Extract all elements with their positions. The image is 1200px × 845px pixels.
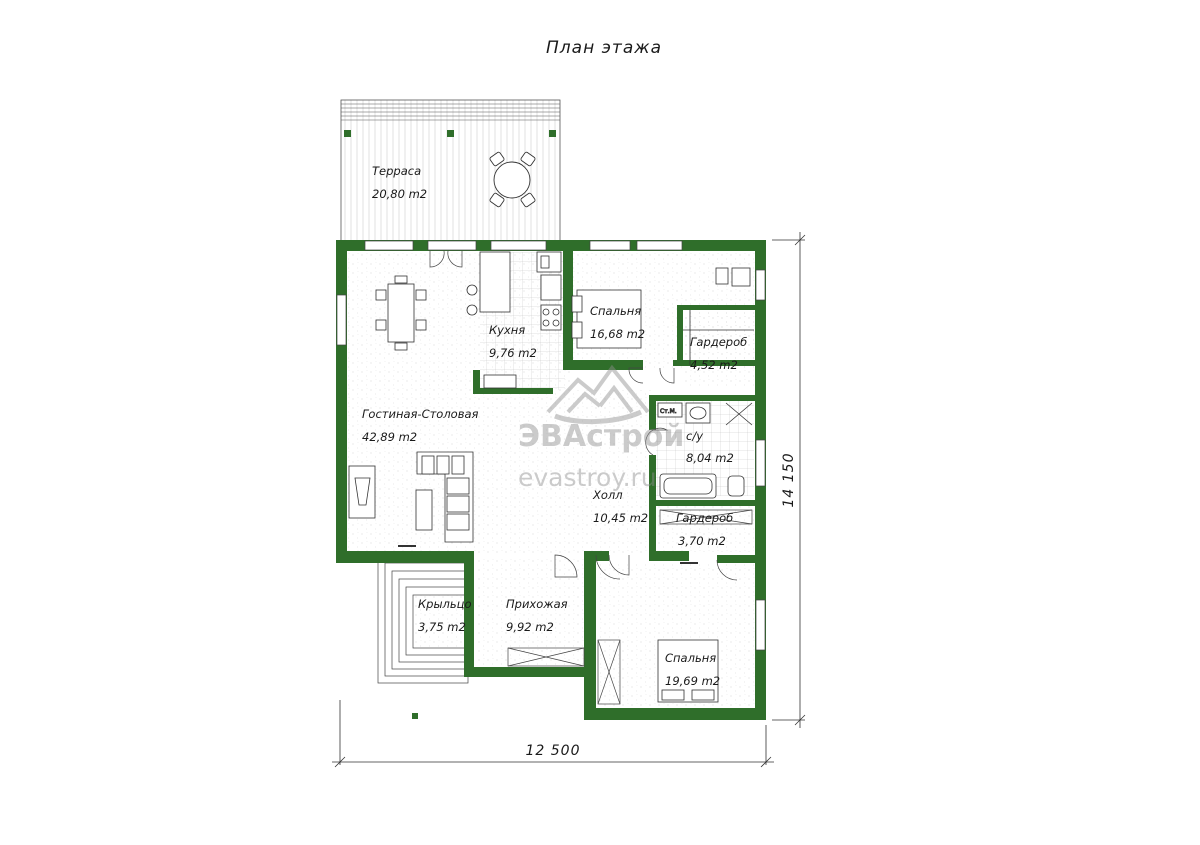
room-name: с/у — [686, 429, 703, 443]
room-area: 19,69 m2 — [665, 674, 720, 688]
coffee-table-icon — [415, 489, 433, 531]
bedroom1-furniture — [571, 267, 754, 365]
room-name: Крыльцо — [418, 597, 472, 611]
room-name: Спальня — [665, 651, 716, 665]
room-area: 3,70 m2 — [678, 534, 726, 548]
doors — [429, 250, 738, 581]
dining-table-icon — [375, 275, 427, 351]
room-name: Прихожая — [506, 597, 568, 611]
bed-icon — [576, 289, 642, 349]
terrace — [340, 99, 561, 243]
room-area: 9,76 m2 — [489, 346, 537, 360]
plan-title: План этажа — [546, 38, 662, 58]
room-area: 16,68 m2 — [590, 327, 645, 341]
stove-icon — [540, 304, 562, 331]
bar-stool-icon — [466, 304, 478, 316]
bar-stool-icon — [466, 284, 478, 296]
room-area: 3,75 m2 — [418, 620, 466, 634]
fridge-icon — [540, 274, 562, 301]
room-name: Гардероб — [690, 335, 747, 349]
watermark-site: evastroy.ru — [518, 463, 657, 492]
room-area: 10,45 m2 — [593, 511, 648, 525]
room-labels: Терраса 20,80 m2 Кухня 9,76 m2 Гостиная-… — [362, 164, 747, 688]
room-name: Гостиная-Столовая — [362, 407, 479, 421]
house-logo-icon — [546, 364, 650, 425]
bedroom2-furniture — [657, 562, 719, 703]
toilet-icon — [727, 475, 745, 497]
room-name: Спальня — [590, 304, 641, 318]
living-furniture — [348, 451, 474, 547]
room-area: 9,92 m2 — [506, 620, 554, 634]
height-dimension: 14 150 — [781, 453, 797, 508]
room-area: 4,52 m2 — [690, 358, 738, 372]
width-dimension: 12 500 — [526, 743, 581, 759]
porch — [377, 554, 469, 719]
storage — [507, 509, 753, 705]
room-area: 20,80 m2 — [372, 187, 427, 201]
bathroom-fixtures: Ст.М. — [657, 402, 753, 499]
room-area: 8,04 m2 — [686, 451, 734, 465]
room-name: Холл — [592, 488, 623, 502]
room-name: Терраса — [372, 164, 421, 178]
svg-text:Ст.М.: Ст.М. — [660, 408, 677, 415]
windows — [336, 240, 766, 651]
desk-chair-icon — [715, 267, 729, 285]
dimension-lines — [332, 232, 806, 768]
watermark-brand: ЭВАстрой — [518, 419, 684, 454]
watermark: ЭВАстрой evastroy.ru — [518, 364, 684, 492]
room-area: 42,89 m2 — [362, 430, 417, 444]
round-table-icon — [489, 151, 536, 208]
kitchen-furniture — [466, 251, 562, 389]
room-name: Гардероб — [676, 511, 733, 525]
room-name: Кухня — [489, 323, 525, 337]
